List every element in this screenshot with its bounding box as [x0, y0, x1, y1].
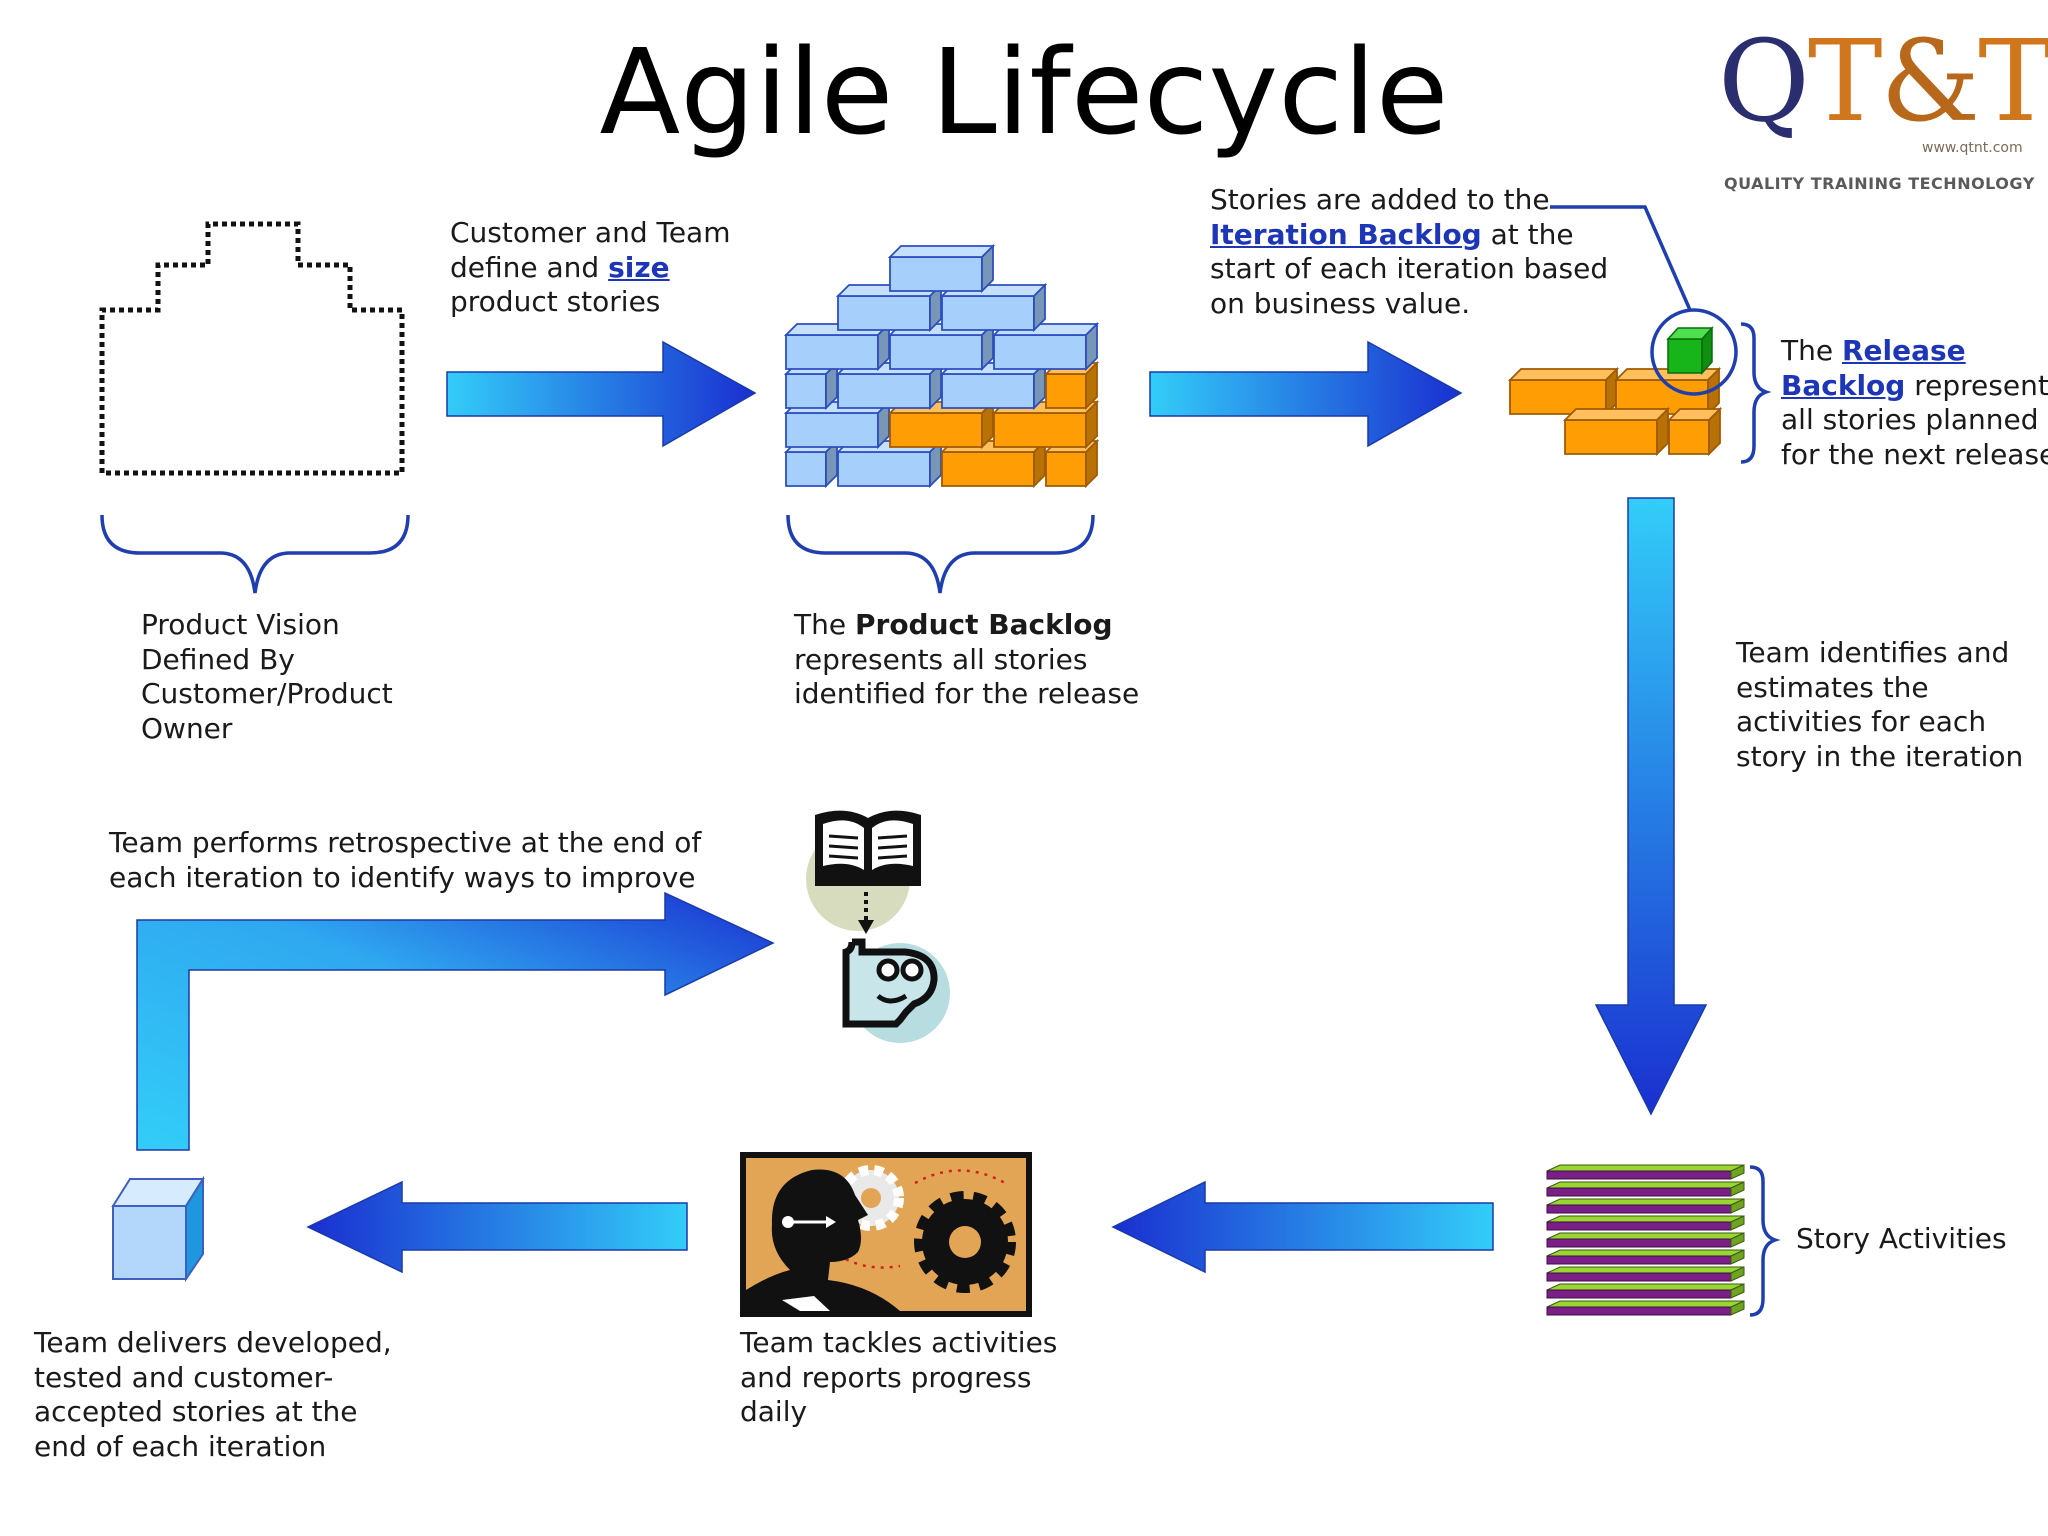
product-vision-outline [99, 221, 405, 476]
backlog-brick-4-0 [835, 282, 944, 333]
iteration-backlog-cube [1666, 326, 1714, 375]
logo-url: www.qtnt.com [1922, 140, 2023, 156]
retrospective-label: Team performs retrospective at the end o… [109, 826, 702, 894]
iteration-backlog-label: Stories are added to the Iteration Backl… [1210, 183, 1609, 320]
release-backlog-link-2[interactable]: Backlog [1781, 368, 1906, 402]
arrow-to-daily-work [1111, 1180, 1494, 1274]
define-size-label: Customer and Team define and size produc… [450, 216, 731, 318]
backlog-brick-3-0 [783, 321, 892, 372]
backlog-brick-5-0 [887, 243, 996, 294]
story-activities-label: Story Activities [1796, 1222, 2007, 1255]
product-backlog-brick-wall [783, 243, 1100, 489]
product-backlog-label: The Product Backlog represents all stori… [794, 608, 1140, 710]
retrospective-illustration [806, 810, 950, 1043]
story-activity-layer-0 [1546, 1164, 1745, 1180]
backlog-brick-4-1 [939, 282, 1048, 333]
story-activities-bracket [1749, 1165, 1781, 1317]
qtnt-logo: QT&T [1718, 17, 2048, 147]
release-backlog-link[interactable]: Release [1841, 334, 1966, 367]
arrow-to-product-backlog [446, 340, 757, 448]
release-backlog-label: The Release Backlog represents all stori… [1781, 334, 2048, 471]
backlog-brick-1-0 [783, 399, 892, 450]
story-activity-layer-5 [1546, 1249, 1745, 1265]
iteration-highlight-circle [1650, 308, 1738, 396]
story-activity-layer-7 [1546, 1283, 1745, 1299]
estimate-activities-label: Team identifies and estimates the activi… [1736, 636, 2024, 773]
thinking-head-icon [842, 938, 938, 1028]
arrow-to-iteration-backlog [1149, 340, 1463, 448]
product-vision-label: Product Vision Defined By Customer/Produ… [141, 608, 393, 745]
arrow-to-story-activities [1594, 497, 1708, 1116]
deliver-stories-label: Team delivers developed, tested and cust… [34, 1326, 392, 1463]
backlog-brace [786, 514, 1095, 594]
daily-work-illustration [740, 1152, 1032, 1317]
release-backlog-bracket [1740, 322, 1772, 464]
product-backlog-term: Product Backlog [854, 608, 1113, 641]
delivered-story-cube [111, 1175, 205, 1283]
open-book-icon [815, 810, 921, 886]
page-title: Agile Lifecycle [599, 23, 1449, 161]
logo-tagline: QUALITY TRAINING TECHNOLOGY [1724, 174, 2035, 193]
story-activity-layer-8 [1546, 1300, 1745, 1316]
size-link[interactable]: size [608, 250, 670, 284]
story-activity-layer-1 [1546, 1181, 1745, 1197]
story-activities-stack [1546, 1164, 1745, 1316]
arrow-to-delivered-stories [306, 1180, 688, 1274]
vision-brace [100, 514, 410, 594]
release-brick-2 [1562, 406, 1671, 457]
daily-progress-label: Team tackles activities and reports prog… [740, 1326, 1058, 1428]
iteration-leader-line [1550, 205, 1692, 311]
arrow-to-retrospective [136, 891, 775, 1151]
story-activity-layer-6 [1546, 1266, 1745, 1282]
story-activity-layer-4 [1546, 1232, 1745, 1248]
iteration-backlog-link[interactable]: Iteration Backlog [1210, 217, 1482, 251]
release-backlog-bricks [1507, 366, 1723, 457]
story-activity-layer-2 [1546, 1198, 1745, 1214]
story-activity-layer-3 [1546, 1215, 1745, 1231]
dark-gear-icon [914, 1191, 1016, 1293]
release-brick-0 [1507, 366, 1620, 417]
release-brick-3 [1666, 406, 1723, 457]
